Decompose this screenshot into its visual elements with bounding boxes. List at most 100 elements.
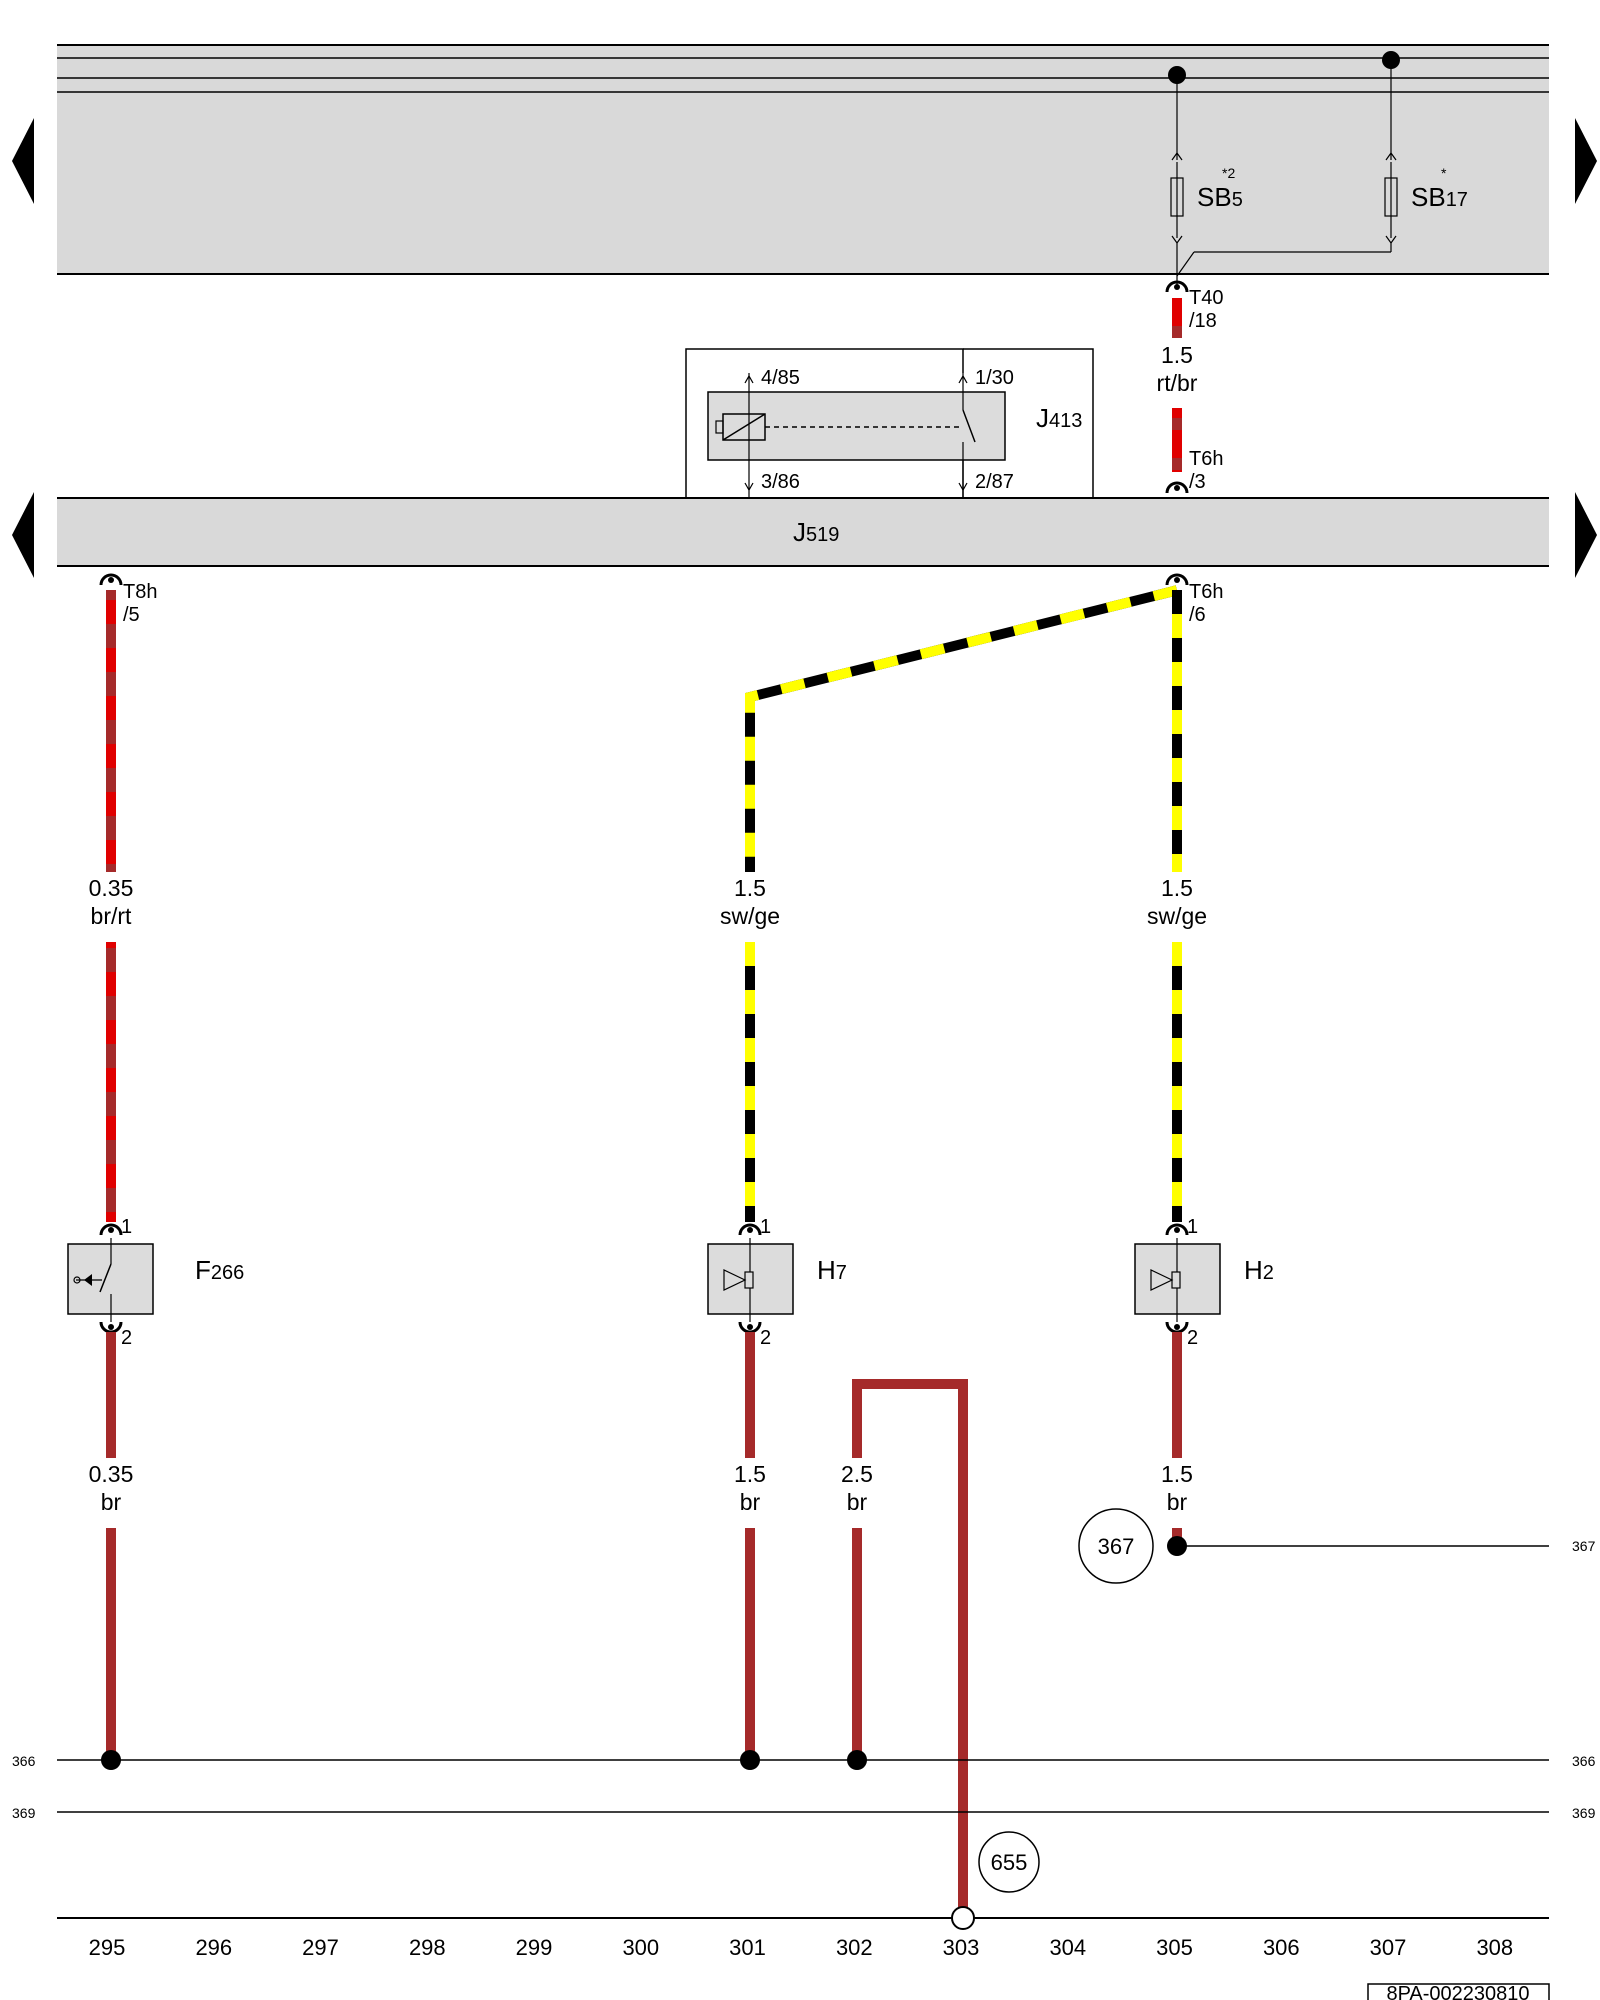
line-ref-369: 369	[1572, 1805, 1596, 1821]
fuse-sb17-note: *	[1441, 165, 1447, 181]
wire-br-305: 1.5 br	[1161, 1332, 1193, 1546]
column-number: 305	[1156, 1935, 1193, 1960]
relay-j413-sub: 413	[1049, 410, 1082, 432]
connector-t8h5-label: T8h	[123, 581, 157, 603]
wire-br-295: 0.35 br	[89, 1332, 133, 1760]
pin-label: 1	[121, 1216, 132, 1238]
svg-text:SB17: SB17	[1411, 182, 1468, 212]
fuse-sb5-name: SB	[1197, 182, 1232, 212]
wire-size: 0.35	[89, 875, 134, 901]
control-unit-j519-sub: 519	[806, 524, 839, 546]
relay-pin-86: 3/86	[761, 471, 800, 493]
column-number: 301	[729, 1935, 766, 1960]
wire-color-code: br	[101, 1489, 122, 1515]
wire-rt-br: 1.5 rt/br	[1157, 298, 1198, 472]
column-number: 308	[1476, 1935, 1513, 1960]
svg-text:SB5: SB5	[1197, 182, 1243, 212]
wire-size: 1.5	[734, 875, 766, 901]
horn-h2-sub: 2	[1263, 1262, 1274, 1284]
column-number: 295	[89, 1935, 126, 1960]
wire-color-code: rt/br	[1157, 370, 1198, 396]
column-number: 299	[516, 1935, 553, 1960]
switch-f266-name: F	[195, 1255, 211, 1285]
prev-page-arrow[interactable]	[12, 118, 34, 204]
prev-page-arrow[interactable]	[12, 492, 34, 578]
connector-t8h5-pin: /5	[123, 604, 140, 626]
line-ref-369: 369	[12, 1805, 36, 1821]
fuse-sb17: SB17 *	[1176, 51, 1468, 277]
horn-h7: 1 2 H7	[707, 1216, 847, 1349]
line-ref-366: 366	[1572, 1753, 1596, 1769]
column-number: 297	[302, 1935, 339, 1960]
pin-label: 2	[760, 1327, 771, 1349]
wire-sw-ge-305: 1.5 sw/ge	[1147, 590, 1207, 1222]
svg-text:H7: H7	[817, 1255, 847, 1285]
connector-t8h-5: T8h /5	[99, 573, 157, 626]
wire-color-code: sw/ge	[1147, 903, 1207, 929]
connector-t6h3-label: T6h	[1189, 448, 1223, 470]
pin-label: 2	[1187, 1327, 1198, 1349]
connector-t40: T40 /18	[1165, 280, 1223, 332]
reference-655-label: 655	[991, 1850, 1028, 1875]
connector-t6h6-pin: /6	[1189, 604, 1206, 626]
line-ref-367: 367	[1572, 1538, 1596, 1554]
wire-color-code: br	[847, 1489, 868, 1515]
pin-label: 1	[760, 1216, 771, 1238]
wire-color-code: sw/ge	[720, 903, 780, 929]
fuse-sb17-name: SB	[1411, 182, 1446, 212]
connector-t40-pin: /18	[1189, 310, 1217, 332]
pin-label: 1	[1187, 1216, 1198, 1238]
column-number: 296	[195, 1935, 232, 1960]
fuse-sb5: SB5 *2	[1168, 66, 1243, 285]
fuse-sb17-sub: 17	[1446, 189, 1468, 211]
wire-color-code: br	[1167, 1489, 1188, 1515]
relay-pin-30: 1/30	[975, 367, 1014, 389]
wire-br-302: 2.5 br	[841, 1379, 968, 1918]
document-id: 8PA-002230810	[1386, 1983, 1529, 2000]
control-unit-j519-name: J	[793, 517, 806, 547]
connector-t6h3-pin: /3	[1189, 471, 1206, 493]
wire-size: 1.5	[1161, 342, 1193, 368]
wire-color-code: br/rt	[91, 903, 133, 929]
horn-h2-name: H	[1244, 1255, 1263, 1285]
control-unit-j519: J519	[57, 497, 1549, 567]
reference-367-label: 367	[1098, 1534, 1135, 1559]
fuse-sb5-note: *2	[1222, 165, 1235, 181]
column-number: 300	[622, 1935, 659, 1960]
reference-655: 655	[978, 1831, 1040, 1893]
column-number: 307	[1370, 1935, 1407, 1960]
horn-h7-name: H	[817, 1255, 836, 1285]
column-number: 303	[943, 1935, 980, 1960]
switch-f266: 1 2 F266	[67, 1216, 244, 1349]
wire-size: 1.5	[734, 1461, 766, 1487]
wire-size: 1.5	[1161, 1461, 1193, 1487]
fuse-sb5-sub: 5	[1232, 189, 1243, 211]
next-page-arrow[interactable]	[1575, 492, 1597, 578]
column-number: 304	[1049, 1935, 1086, 1960]
next-page-arrow[interactable]	[1575, 118, 1597, 204]
fuse-panel	[57, 45, 1549, 274]
line-ref-366: 366	[12, 1753, 36, 1769]
relay-pin-87: 2/87	[975, 471, 1014, 493]
connector-t6h-3: T6h /3	[1165, 448, 1223, 494]
switch-f266-sub: 266	[211, 1262, 244, 1284]
relay-j413: 4/85 1/30 3/86 2/87 J413	[685, 348, 1094, 498]
wire-color-code: br	[740, 1489, 761, 1515]
ground-line-366: 366 366	[12, 1750, 1596, 1770]
horn-h7-sub: 7	[836, 1262, 847, 1284]
wire-size: 1.5	[1161, 875, 1193, 901]
wire-sw-ge-301: 1.5 sw/ge	[720, 585, 1179, 1222]
document-id-box: 8PA-002230810	[1367, 1983, 1550, 2000]
column-number: 302	[836, 1935, 873, 1960]
connector-t40-label: T40	[1189, 287, 1223, 309]
svg-text:H2: H2	[1244, 1255, 1274, 1285]
column-number: 298	[409, 1935, 446, 1960]
wire-br-rt: 0.35 br/rt	[89, 590, 134, 1222]
ground-line-369: 369 369	[12, 1805, 1596, 1821]
connector-t6h-6: T6h /6	[1165, 573, 1223, 626]
wire-size: 2.5	[841, 1461, 873, 1487]
pin-label: 2	[121, 1327, 132, 1349]
svg-text:F266: F266	[195, 1255, 244, 1285]
